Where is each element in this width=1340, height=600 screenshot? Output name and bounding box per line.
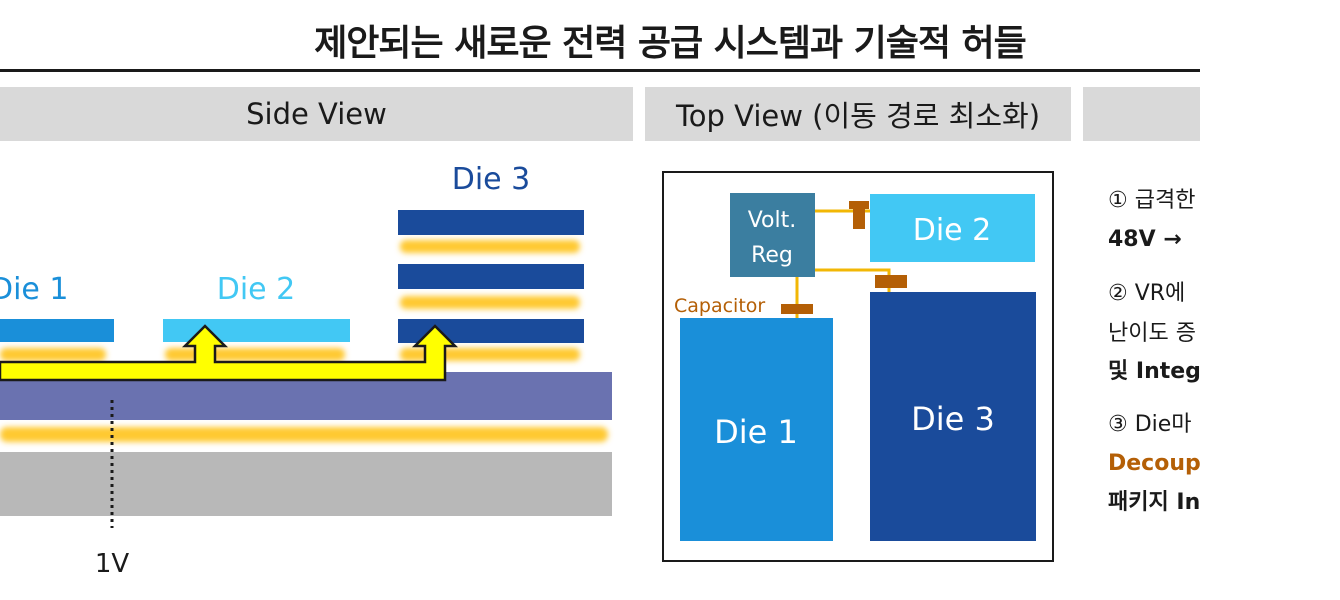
side-die3-label: Die 3 xyxy=(452,162,531,197)
capacitor-label: Capacitor xyxy=(674,295,765,317)
note2-line1: ② VR에 xyxy=(1108,281,1186,306)
power-delivery-diagram: Die 1 Die 2 Die 3 1V Volt. Reg Capacitor… xyxy=(0,162,1054,579)
side-die1 xyxy=(0,319,114,342)
die1-bumps xyxy=(0,348,106,361)
page-title: 제안되는 새로운 전력 공급 시스템과 기술적 허들 xyxy=(314,23,1027,64)
die3-bumps-2 xyxy=(400,296,580,309)
top-die3-label: Die 3 xyxy=(911,400,995,438)
vreg-label-line1: Volt. xyxy=(748,208,797,233)
notes-column: ① 급격한 48V → ② VR에 난이도 증 및 Integ ③ Die마 D… xyxy=(1108,0,1201,600)
top-die3 xyxy=(870,292,1036,541)
top-view-header: Top View (이동 경로 최소화) xyxy=(645,87,1071,141)
voltage-label: 1V xyxy=(95,549,130,579)
side-view xyxy=(0,210,612,528)
note3-line1: ③ Die마 xyxy=(1108,412,1192,437)
capacitor-die1 xyxy=(781,304,813,314)
note1-line2: 48V → xyxy=(1108,227,1182,252)
note3-line3: 패키지 In xyxy=(1108,490,1201,515)
notes-header xyxy=(1083,87,1200,141)
die3-bumps-3 xyxy=(400,240,580,253)
package-base xyxy=(0,452,612,516)
side-die1-label: Die 1 xyxy=(0,272,69,307)
note3-line2: Decoup xyxy=(1108,451,1201,476)
bump-layer xyxy=(0,427,608,442)
side-view-header-label: Side View xyxy=(246,97,387,131)
capacitor-die2-cap xyxy=(849,201,869,209)
note2-line3: 및 Integ xyxy=(1108,359,1201,384)
side-die3-layer3 xyxy=(398,210,584,235)
note1-line1: ① 급격한 xyxy=(1108,188,1196,213)
die2-bumps xyxy=(165,348,345,361)
capacitor-die3 xyxy=(875,275,907,288)
vreg-label-line2: Reg xyxy=(751,243,793,268)
side-die2-label: Die 2 xyxy=(217,272,296,307)
side-view-header: Side View xyxy=(0,87,633,141)
top-view xyxy=(662,171,1054,562)
top-die1 xyxy=(680,318,833,541)
top-die2 xyxy=(870,194,1035,262)
top-view-header-label: Top View (이동 경로 최소화) xyxy=(675,99,1041,133)
note2-line2: 난이도 증 xyxy=(1108,321,1196,346)
title-divider xyxy=(0,69,1200,72)
side-die3-layer2 xyxy=(398,264,584,289)
voltage-regulator xyxy=(730,193,815,277)
top-die2-label: Die 2 xyxy=(913,213,992,248)
power-flow-arrow xyxy=(0,324,459,382)
top-die1-label: Die 1 xyxy=(714,413,798,451)
